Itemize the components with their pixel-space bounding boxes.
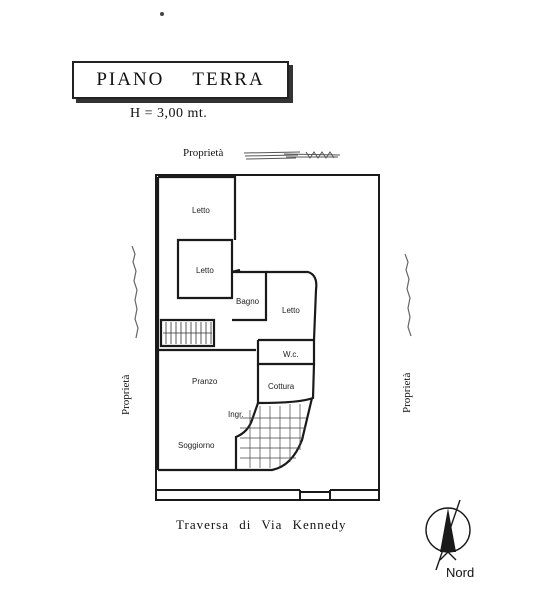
house-walls — [156, 175, 318, 472]
scan-speck — [160, 12, 164, 16]
compass-label: Nord — [446, 565, 475, 580]
floor-title-piano: PIANO — [96, 69, 165, 90]
outer-boundary — [155, 174, 380, 501]
staircase — [163, 322, 212, 344]
room-ingresso: Ingr. — [228, 410, 244, 419]
room-letto-2: Letto — [196, 266, 214, 275]
street-label: Traversa di Via Kennedy — [176, 517, 347, 532]
ingress-tiles — [240, 404, 306, 468]
floor-title-box: PIANO TERRA — [72, 61, 289, 99]
ceiling-height: H = 3,00 mt. — [130, 106, 208, 121]
room-letto-1: Letto — [192, 206, 210, 215]
room-soggiorno: Soggiorno — [178, 441, 215, 450]
redaction-scribble — [243, 151, 341, 160]
room-bagno: Bagno — [236, 297, 260, 306]
room-letto-3: Letto — [282, 306, 300, 315]
room-wc: W.c. — [283, 350, 299, 359]
room-pranzo: Pranzo — [192, 377, 218, 386]
north-compass — [425, 499, 471, 571]
floor-title-terra: TERRA — [192, 69, 265, 90]
room-cottura: Cottura — [268, 382, 295, 391]
side-scribbles — [131, 245, 412, 339]
boundary-label-top: Proprietà — [183, 147, 224, 159]
